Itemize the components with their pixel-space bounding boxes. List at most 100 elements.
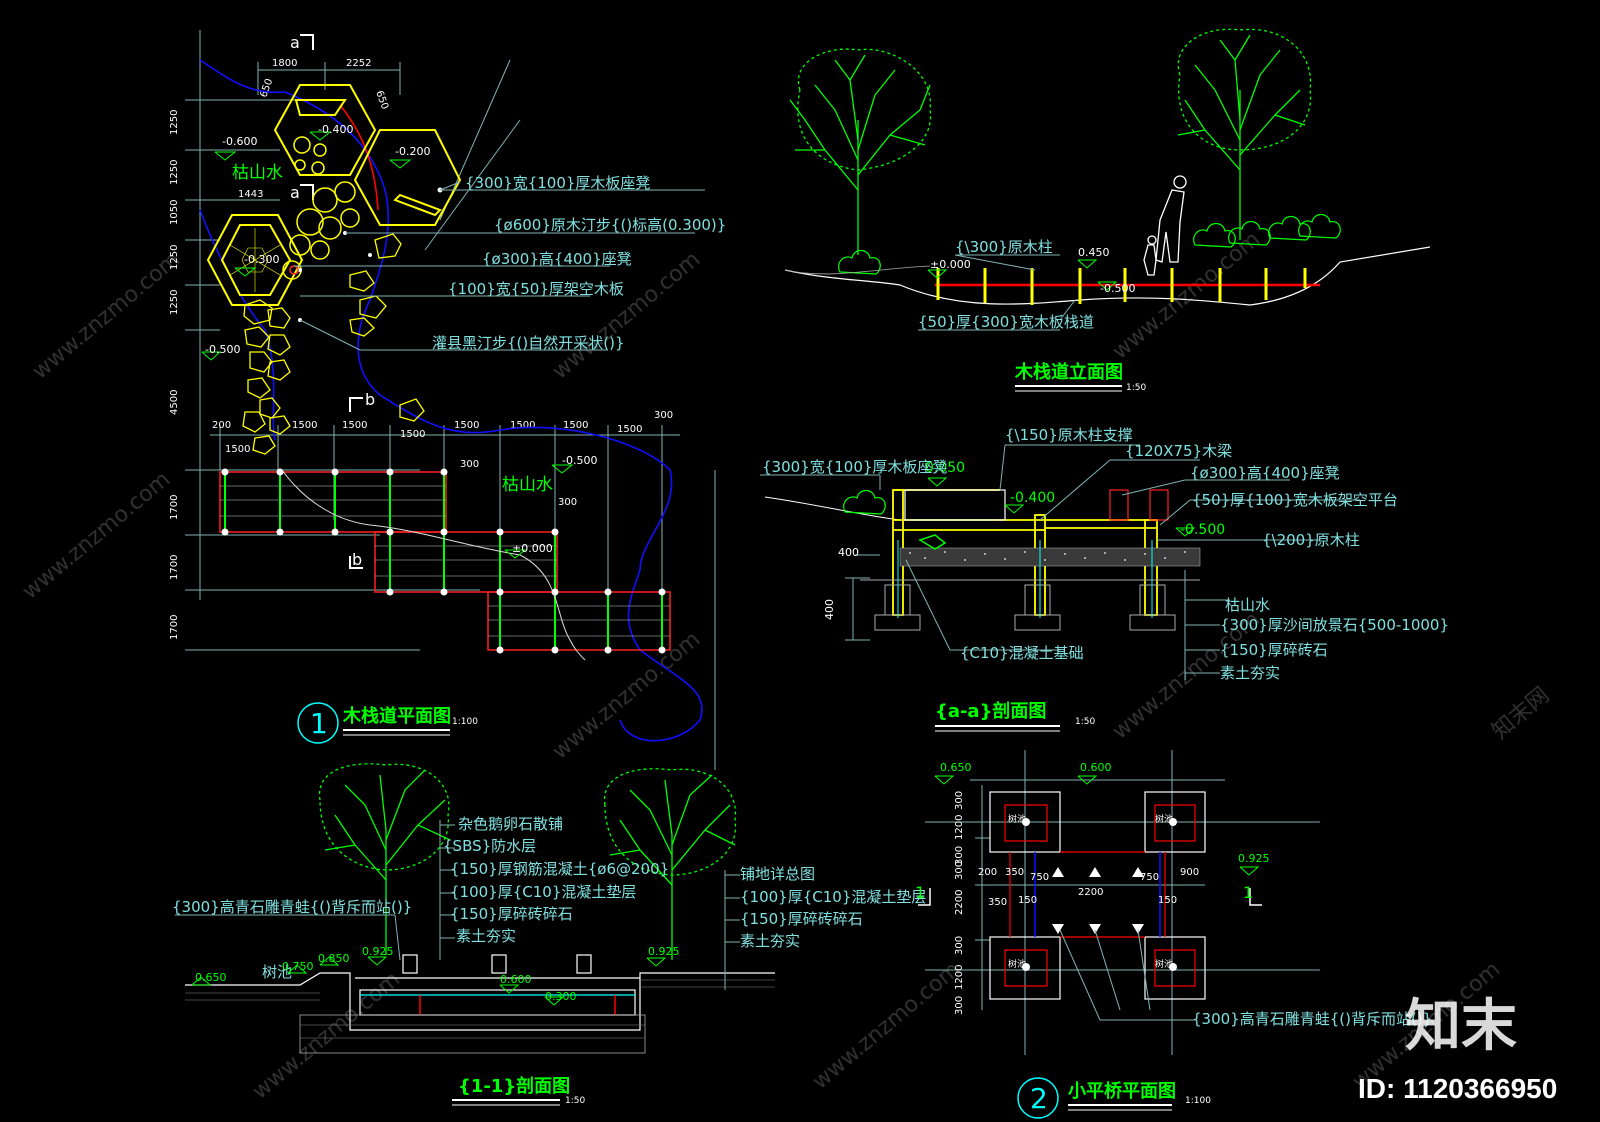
dim-label: 400 [838, 546, 859, 559]
dim-label: 1500 [400, 429, 425, 440]
elevation-label: 0.600 [1080, 761, 1112, 774]
elevation-label: 0.650 [940, 761, 972, 774]
tree-icon [1177, 28, 1312, 240]
id-label: ID: 1120366950 [1358, 1073, 1557, 1104]
dim-label: 2252 [346, 58, 371, 69]
callout-label: {120X75}木梁 [1125, 442, 1232, 460]
elevation-label: 0.650 [195, 971, 227, 984]
dim-label: 300 [954, 936, 965, 955]
drawing-title: {a-a}剖面图 [935, 700, 1046, 722]
tree-icon [318, 763, 451, 955]
callout-label: {C10}混凝土基础 [960, 644, 1084, 662]
elevation-label: -0.500 [205, 343, 240, 356]
dim-label: 2200 [954, 890, 965, 915]
section-mark-a: a [290, 183, 300, 202]
elevation-boardwalk: ±0.000 0.450 -0.500 {\300}原木柱 {50}厚{300}… [784, 28, 1431, 393]
drawing-title: 木栈道立面图 [1014, 361, 1123, 383]
elevation-label: -0.300 [244, 253, 279, 266]
section-mark-b: b [365, 390, 375, 409]
tree-icon [789, 48, 932, 255]
section-mark-1: 1 [915, 883, 925, 902]
drawing-title: {1-1}剖面图 [458, 1075, 570, 1097]
dim-label: 1500 [563, 420, 588, 431]
dim-label: 1500 [617, 424, 642, 435]
layer-label: 枯山水 [1225, 596, 1270, 614]
dim-label: 1500 [342, 420, 367, 431]
elevation-label: -0.500 [562, 454, 597, 467]
dim-label: 300 [954, 846, 965, 865]
callout-label: {ø300}高{400}座凳 [1190, 464, 1340, 482]
dim-label: 1700 [169, 555, 180, 580]
layer-label: 素土夯实 [740, 932, 800, 950]
title-number-circle [297, 702, 339, 744]
dim-label: 900 [1180, 867, 1199, 878]
dim-label: 300 [460, 459, 479, 470]
layer-label: {150}厚碎砖石 [1220, 641, 1328, 659]
person-icon [1143, 175, 1187, 276]
dim-label: 1700 [169, 495, 180, 520]
drawing-scale: 1:100 [1185, 1096, 1211, 1106]
brand-logo: 知末 [1405, 994, 1517, 1057]
drawing-scale: 1:50 [1075, 717, 1095, 727]
elevation-label: 0.850 [318, 952, 350, 965]
drawing-title: 木栈道平面图 [342, 705, 451, 727]
dim-label: 200 [212, 420, 231, 431]
elevation-label: 0.925 [648, 945, 680, 958]
elevation-label: -0.400 [318, 123, 353, 136]
elevation-label: 0.925 [1238, 852, 1270, 865]
callout-label: {300}高青石雕青蛙{()背斥而站()} [1192, 1010, 1432, 1028]
dim-label: 1800 [272, 58, 297, 69]
dim-label: 1500 [292, 420, 317, 431]
callout-label: {\200}原木柱 [1262, 531, 1360, 549]
dim-label: 1050 [169, 200, 180, 225]
tree-pit-label: 树池 [1008, 958, 1026, 970]
dim-label: 750 [1030, 872, 1049, 883]
layer-label: 杂色鹅卵石散铺 [458, 815, 563, 833]
dim-label: 1250 [169, 110, 180, 135]
dim-label: 400 [823, 599, 836, 620]
drawing-title: 小平桥平面图 [1068, 1080, 1176, 1102]
elevation-label: 0.450 [1078, 246, 1110, 259]
elevation-label: 0.925 [362, 945, 394, 958]
dim-label: 1443 [238, 189, 263, 200]
dim-label: 300 [954, 861, 965, 880]
callout-label: {ø300}高{400}座凳 [482, 250, 632, 268]
drawing-scale: 1:100 [452, 717, 478, 727]
dim-label: 150 [1018, 895, 1037, 906]
dim-label: 200 [978, 867, 997, 878]
dim-label: 300 [654, 410, 673, 421]
callout-label: {ø600}原木汀步{()标高(0.300)} [494, 216, 726, 234]
dim-label: 1200 [954, 965, 965, 990]
callout-label: {300}高青石雕青蛙{()背斥而站()} [172, 898, 412, 916]
elevation-label: ±0.000 [512, 542, 553, 555]
dim-label: 1500 [454, 420, 479, 431]
dim-label: 1200 [954, 815, 965, 840]
layer-label: {150}厚碎砖碎石 [740, 910, 863, 928]
dim-label: 1250 [169, 160, 180, 185]
tree-pit-label: 树池 [1155, 813, 1173, 825]
elevation-label: 0.750 [282, 960, 314, 973]
callout-label: {100}宽{50}厚架空木板 [448, 280, 624, 298]
dim-label: 150 [1158, 895, 1177, 906]
elevation-label: ±0.000 [930, 258, 971, 271]
dim-label: 300 [558, 497, 577, 508]
tree-pit-label: 树池 [1008, 813, 1026, 825]
dim-label: 1250 [169, 290, 180, 315]
dim-label: 2200 [1078, 887, 1103, 898]
label-dry-stream: 枯山水 [502, 475, 553, 495]
layer-label: {300}厚沙间放景石{500-1000} [1220, 616, 1449, 634]
callout-label: {300}宽{100}厚木板座凳 [465, 174, 650, 192]
layer-label: {100}厚{C10}混凝土垫层 [450, 883, 636, 901]
layer-label: {SBS}防水层 [443, 837, 536, 855]
callout-label: {50}厚{300}宽木板栈道 [918, 313, 1094, 331]
plan-boardwalk: a a b b 1800 2252 650 650 1443 1250 1250… [169, 30, 726, 770]
layer-label: 素土夯实 [1220, 664, 1280, 682]
elevation-label: 0.300 [545, 990, 577, 1003]
elevation-label: -0.500 [1100, 282, 1135, 295]
layer-label: {150}厚碎砖碎石 [450, 905, 573, 923]
callout-label: {\150}原木柱支撑 [1005, 426, 1133, 444]
layer-label: 铺地详总图 [740, 865, 815, 883]
elevation-label: -0.600 [222, 135, 257, 148]
